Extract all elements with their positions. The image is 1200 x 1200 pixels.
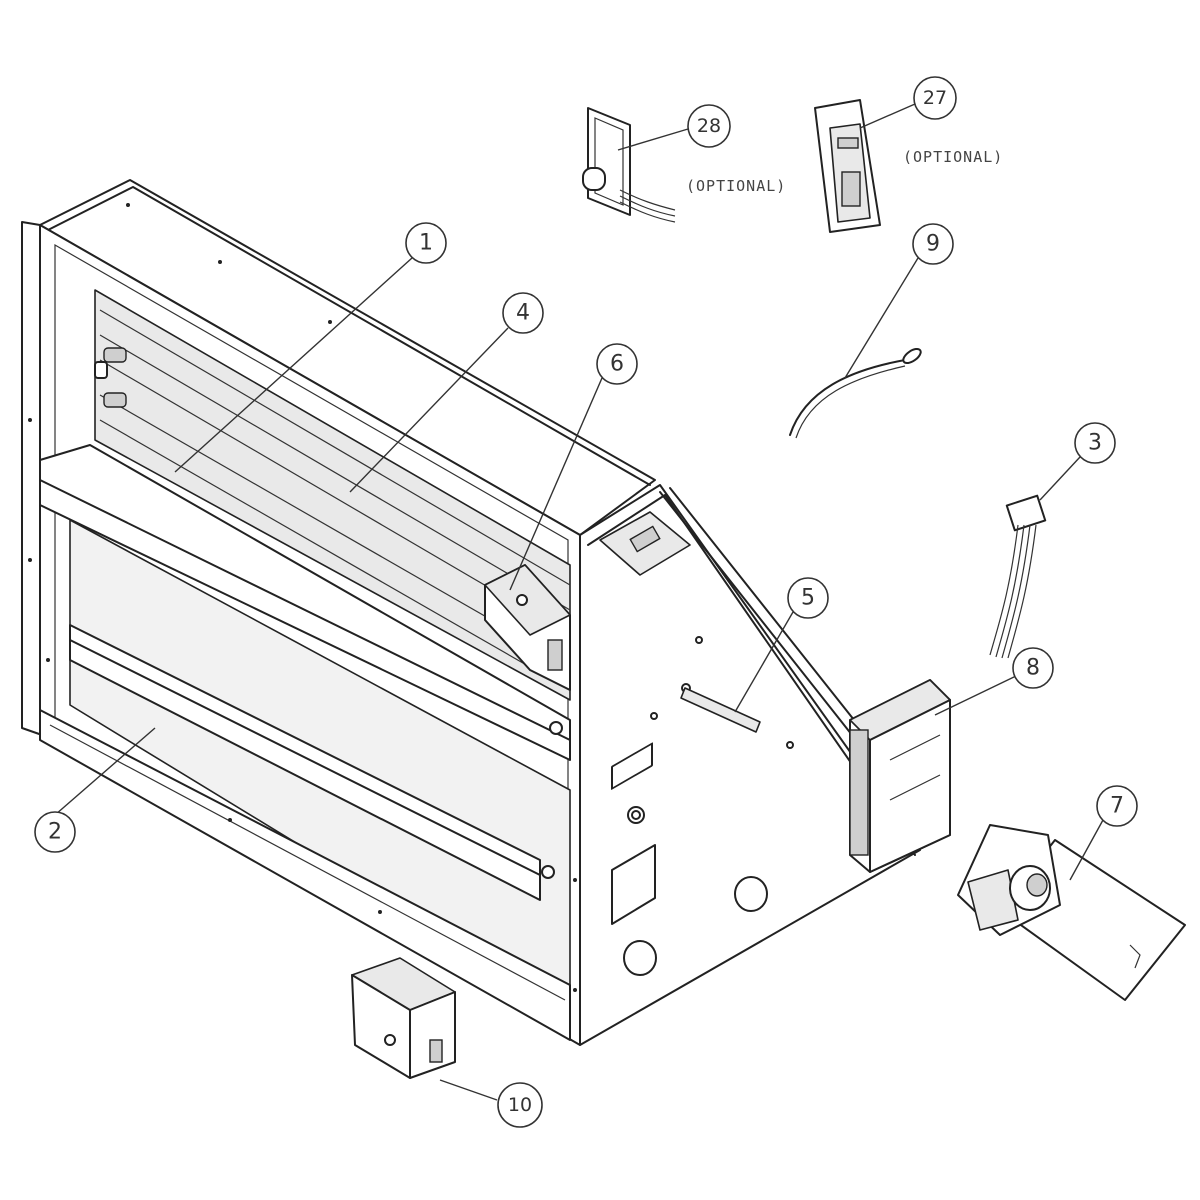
callout-balloon-9: 9	[912, 223, 954, 265]
optional-label-28: (OPTIONAL)	[686, 177, 786, 195]
callout-5-label: 5	[801, 586, 815, 611]
callout-4-label: 4	[516, 301, 530, 326]
callout-3-label: 3	[1088, 431, 1102, 456]
callout-27-label: 27	[923, 87, 947, 109]
callout-9-label: 9	[926, 232, 940, 257]
callout-8-label: 8	[1026, 656, 1040, 681]
part-27-thermostat	[814, 99, 881, 233]
damper-housing	[21, 179, 656, 1046]
callout-6-label: 6	[610, 352, 624, 377]
side-panel	[579, 484, 921, 1046]
callout-1-label: 1	[419, 231, 433, 256]
part-8-control-board	[849, 679, 951, 873]
leader-lines	[39, 103, 1104, 1101]
callout-balloon-10: 10	[497, 1082, 543, 1128]
callout-balloon-2: 2	[34, 811, 76, 853]
callout-7-label: 7	[1110, 794, 1124, 819]
callout-balloon-1: 1	[405, 222, 447, 264]
callout-balloon-4: 4	[502, 292, 544, 334]
callout-2-label: 2	[48, 820, 62, 845]
callout-balloon-7: 7	[1096, 785, 1138, 827]
callout-balloon-6: 6	[596, 343, 638, 385]
callout-balloon-3: 3	[1074, 422, 1116, 464]
actuator-mount	[484, 564, 571, 691]
callout-10-label: 10	[508, 1094, 532, 1116]
part-9-sensor	[789, 347, 922, 439]
part-10-box	[351, 957, 456, 1079]
callout-balloon-8: 8	[1012, 647, 1054, 689]
callout-balloon-5: 5	[787, 577, 829, 619]
part-7-actuator	[957, 824, 1186, 1001]
callout-balloon-27: 27	[913, 76, 957, 120]
callout-28-label: 28	[697, 115, 721, 137]
part-28-switch	[582, 107, 676, 223]
part-3-connector	[989, 494, 1047, 659]
callout-balloon-28: 28	[687, 104, 731, 148]
optional-label-27: (OPTIONAL)	[903, 148, 1003, 166]
